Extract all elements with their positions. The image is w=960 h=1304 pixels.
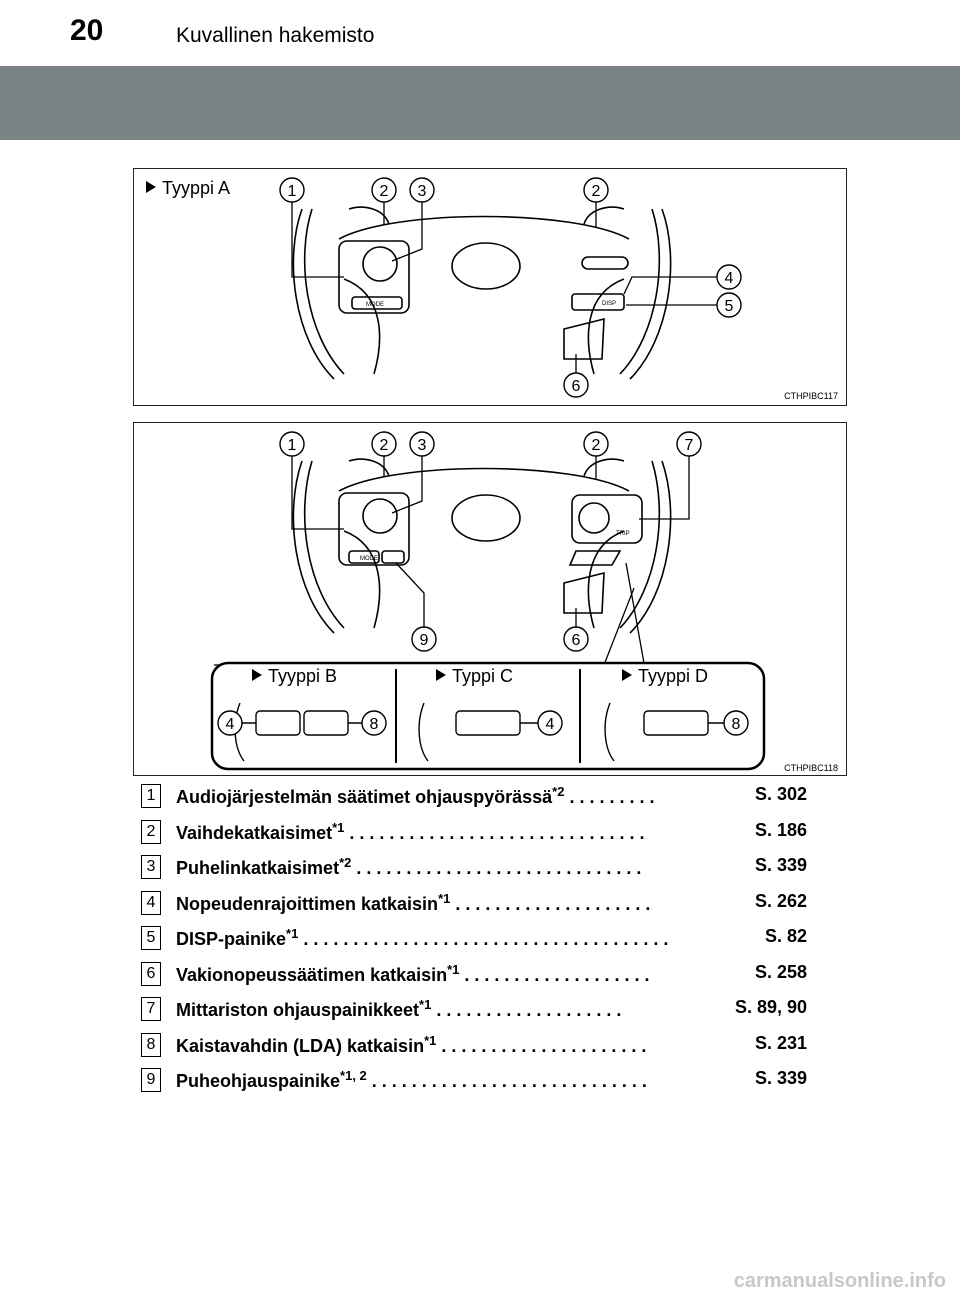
item-label: Puhelinkatkaisimet*2 . . . . . . . . . .…	[176, 855, 642, 878]
callout-3: 3	[418, 183, 427, 200]
callout-6: 6	[572, 632, 581, 649]
figure-type-a: MODE DISP Tyyppi A 1 2 3 2 4 5	[133, 168, 847, 406]
callout-6: 6	[572, 378, 581, 395]
callout-2: 2	[380, 183, 389, 200]
item-number: 8	[141, 1032, 161, 1057]
item-page-ref: S. 258	[754, 961, 807, 982]
figure-code: CTHPIBC117	[784, 391, 838, 401]
callout-8: 8	[732, 716, 741, 733]
callout-3: 3	[418, 437, 427, 454]
mode-button-text: MODE	[360, 556, 378, 562]
item-number: 2	[141, 819, 161, 844]
list-item: 9 Puheohjauspainike*1, 2 . . . . . . . .…	[133, 1062, 813, 1098]
callout-5: 5	[725, 298, 734, 315]
callout-2: 2	[592, 437, 601, 454]
item-number: 3	[141, 855, 161, 879]
item-label: Vaihdekatkaisimet*1 . . . . . . . . . . …	[176, 819, 645, 843]
list-item: 6 Vakionopeussäätimen katkaisin*1 . . . …	[133, 956, 813, 992]
item-page-ref: S. 82	[764, 926, 807, 946]
item-label: DISP-painike*1 . . . . . . . . . . . . .…	[176, 926, 669, 949]
item-page-ref: S. 89, 90	[734, 997, 807, 1017]
item-label: Mittariston ohjauspainikkeet*1 . . . . .…	[176, 997, 622, 1020]
item-number: 9	[141, 1068, 161, 1092]
item-list: 1 Audiojärjestelmän säätimet ohjauspyörä…	[133, 778, 813, 1098]
list-item: 2 Vaihdekatkaisimet*1 . . . . . . . . . …	[133, 814, 813, 850]
item-page-ref: S. 262	[754, 890, 807, 911]
type-d-label: Tyyppi D	[638, 666, 708, 686]
list-item: 5 DISP-painike*1 . . . . . . . . . . . .…	[133, 920, 813, 956]
section-title: Kuvallinen hakemisto	[176, 24, 375, 47]
item-number: 4	[141, 890, 161, 915]
item-label: Kaistavahdin (LDA) katkaisin*1 . . . . .…	[176, 1032, 647, 1056]
list-item: 3 Puhelinkatkaisimet*2 . . . . . . . . .…	[133, 849, 813, 885]
callout-4: 4	[226, 716, 235, 733]
callout-2: 2	[380, 437, 389, 454]
item-page-ref: S. 231	[754, 1032, 807, 1053]
page-header: 20 Kuvallinen hakemisto	[0, 0, 960, 62]
callout-1: 1	[288, 183, 297, 200]
steering-wheel-types-b-c-d-illustration: MODE TRIP 1 2 3 2 7 9 6	[210, 431, 838, 773]
callout-7: 7	[685, 437, 694, 454]
type-c-label: Typpi C	[452, 666, 513, 686]
type-b-label: Tyyppi B	[268, 666, 337, 686]
list-item: 8 Kaistavahdin (LDA) katkaisin*1 . . . .…	[133, 1027, 813, 1063]
item-page-ref: S. 186	[754, 819, 807, 840]
item-page-ref: S. 339	[754, 1068, 807, 1088]
item-number: 6	[141, 961, 161, 986]
type-a-label: Tyyppi A	[162, 178, 230, 198]
callout-1: 1	[288, 437, 297, 454]
disp-button-text: DISP	[602, 301, 616, 307]
callout-4: 4	[725, 270, 734, 287]
list-item: 7 Mittariston ohjauspainikkeet*1 . . . .…	[133, 991, 813, 1027]
item-page-ref: S. 302	[754, 784, 807, 804]
item-number: 1	[141, 784, 161, 808]
mode-button-text: MODE	[366, 302, 384, 308]
steering-wheel-type-a-illustration: MODE DISP Tyyppi A 1 2 3 2 4 5	[146, 177, 838, 401]
callout-8: 8	[370, 716, 379, 733]
figure-types-b-c-d: MODE TRIP 1 2 3 2 7 9 6	[133, 422, 847, 776]
item-number: 7	[141, 997, 161, 1021]
item-number: 5	[141, 926, 161, 950]
item-label: Nopeudenrajoittimen katkaisin*1 . . . . …	[176, 890, 651, 914]
item-page-ref: S. 339	[754, 855, 807, 875]
callout-9: 9	[420, 632, 429, 649]
item-label: Puheohjauspainike*1, 2 . . . . . . . . .…	[176, 1068, 647, 1091]
watermark: carmanualsonline.info	[733, 1270, 946, 1292]
page-number: 20	[70, 14, 104, 47]
figure-code: CTHPIBC118	[784, 763, 838, 773]
item-label: Vakionopeussäätimen katkaisin*1 . . . . …	[176, 961, 650, 985]
callout-4: 4	[546, 716, 555, 733]
item-label: Audiojärjestelmän säätimet ohjauspyöräss…	[176, 784, 655, 807]
header-band	[0, 66, 960, 140]
callout-2: 2	[592, 183, 601, 200]
inset-panel	[210, 661, 766, 771]
list-item: 4 Nopeudenrajoittimen katkaisin*1 . . . …	[133, 885, 813, 921]
trip-button-text: TRIP	[616, 531, 630, 537]
list-item: 1 Audiojärjestelmän säätimet ohjauspyörä…	[133, 778, 813, 814]
